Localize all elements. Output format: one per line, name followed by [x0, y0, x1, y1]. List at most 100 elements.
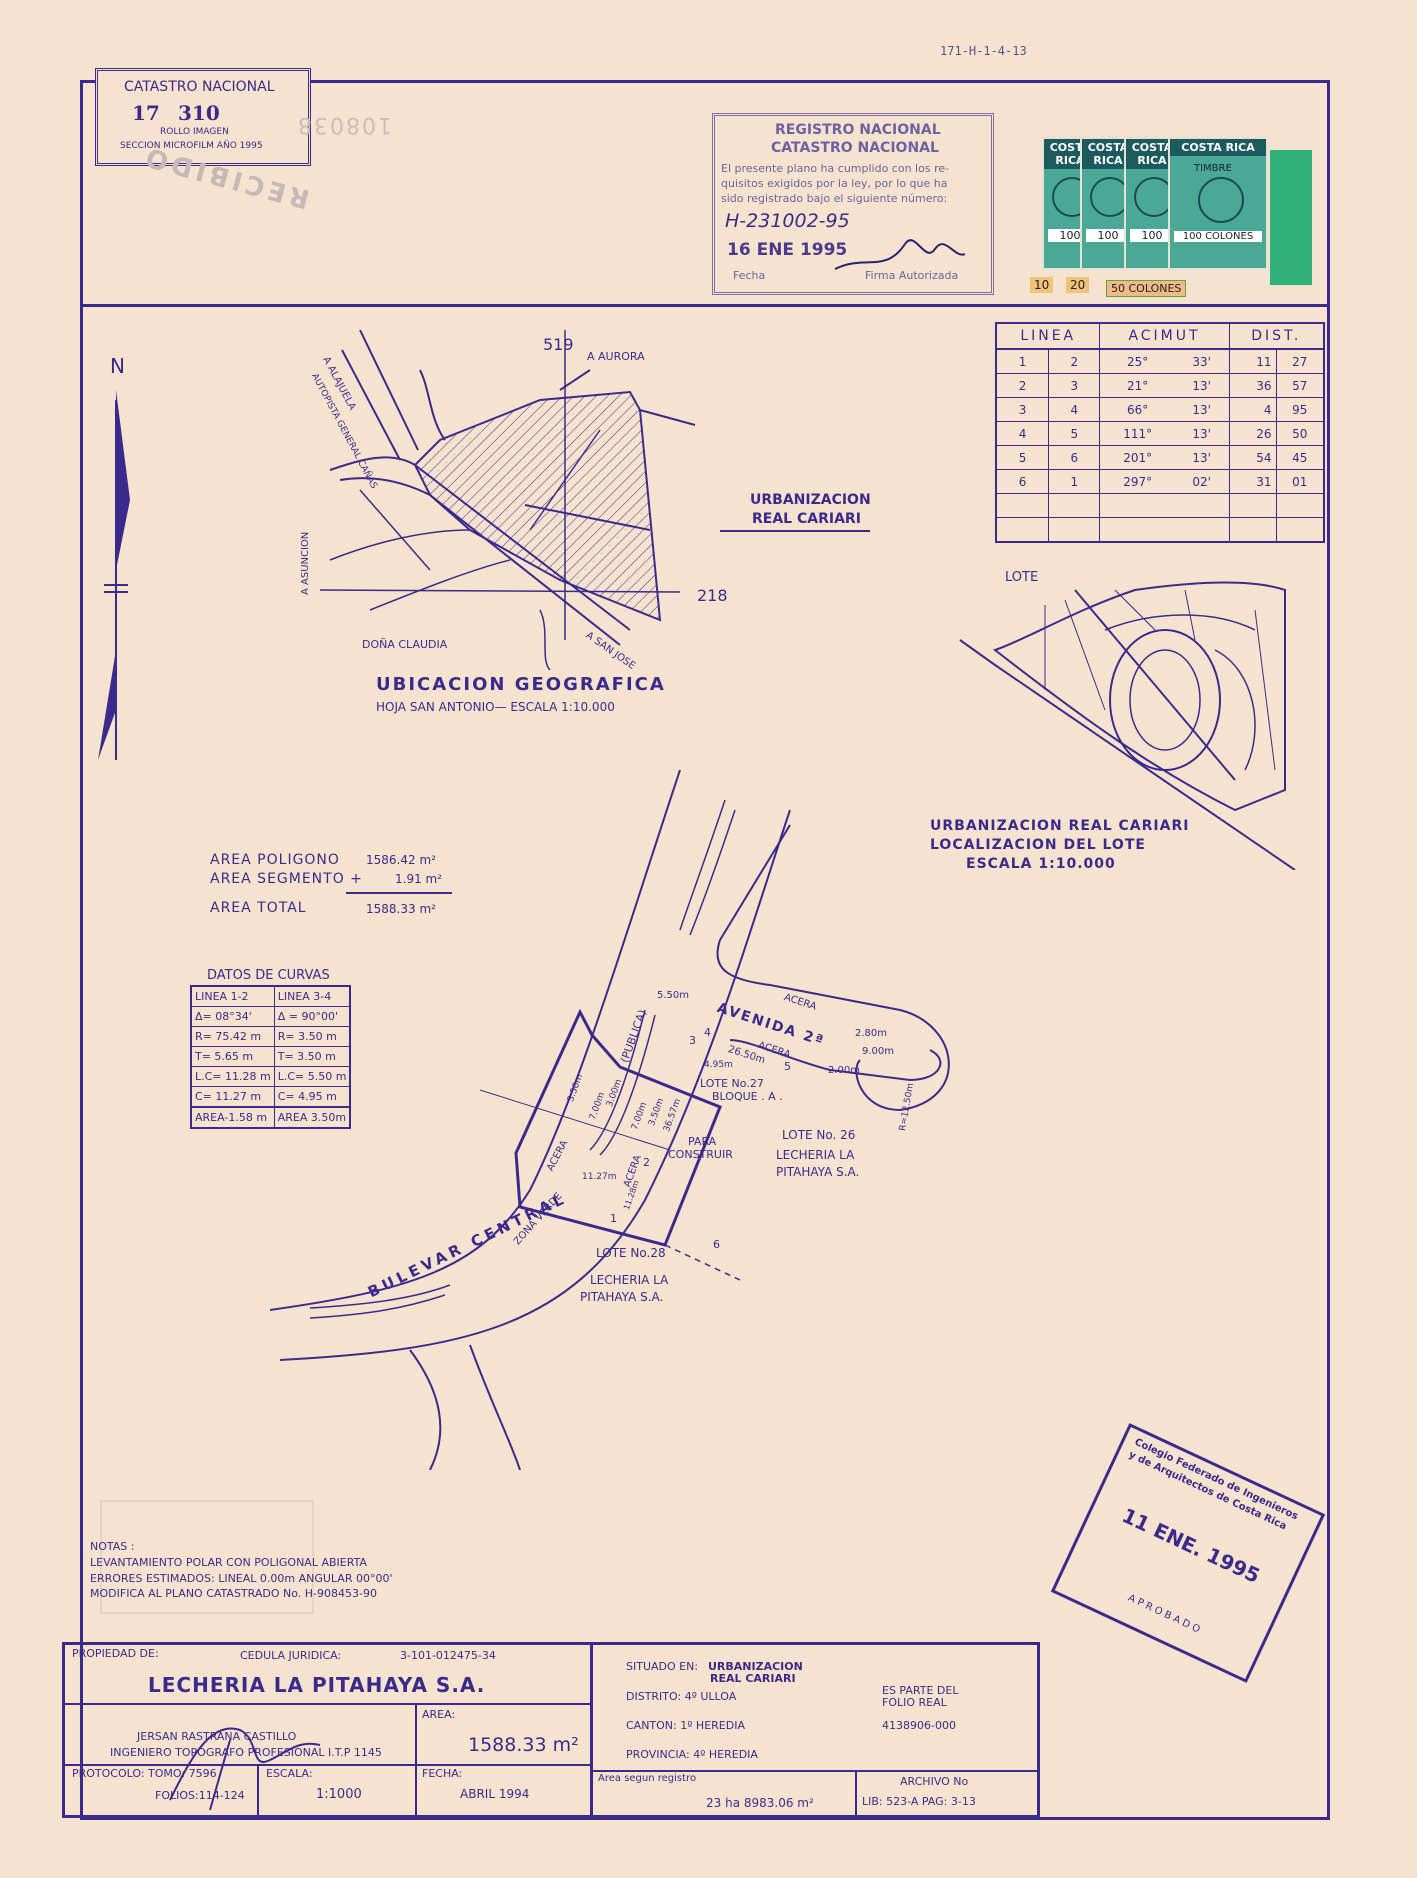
dim-2-80: 2.80m: [855, 1028, 888, 1039]
real-cariari-label: REAL CARIARI: [752, 511, 861, 527]
catastro-title: CATASTRO NACIONAL: [124, 79, 275, 95]
localizacion-line3: ESCALA 1:10.000: [966, 856, 1116, 872]
title-block: [62, 1642, 1040, 1818]
area-total-label: AREA TOTAL: [210, 900, 307, 916]
timbre-brand: COSTA RICA: [1170, 139, 1266, 156]
azimuth-cell: 4: [995, 421, 1050, 446]
situado-value2: REAL CARIARI: [710, 1672, 796, 1685]
ubicacion-title: UBICACION GEOGRAFICA: [376, 674, 666, 695]
site-plan-drawing: [269, 770, 950, 1470]
curvas-cell: T= 3.50 m: [273, 1046, 351, 1067]
timbre-word: TIMBRE: [1194, 163, 1232, 174]
title-block-divider: [257, 1764, 259, 1818]
protocolo-value: PROTOCOLO: TOMO: 7596: [72, 1767, 217, 1780]
notas-line2: ERRORES ESTIMADOS: LINEAL 0.00m ANGULAR …: [90, 1572, 393, 1585]
title-block-divider: [62, 1764, 592, 1766]
cedula-label: CEDULA JURIDICA:: [240, 1649, 342, 1662]
azimuth-cell: 5: [995, 445, 1050, 470]
azimuth-cell: 6: [995, 469, 1050, 494]
escala-label: ESCALA:: [266, 1767, 313, 1780]
catastro-number-b: 310: [178, 101, 220, 125]
azimuth-cell: 4: [1048, 397, 1101, 422]
lote26-label-b: LECHERIA LA: [776, 1148, 855, 1162]
colegio-date: 11 ENE. 1995: [1118, 1503, 1264, 1588]
dim-2-00: 2.00m: [828, 1065, 861, 1076]
parte-label2: FOLIO REAL: [882, 1696, 947, 1709]
timbre-value-10: 10: [1030, 277, 1054, 293]
azimuth-cell: 21°: [1099, 373, 1175, 398]
propiedad-label: PROPIEDAD DE:: [72, 1647, 159, 1660]
canton-value: CANTON: 1º HEREDIA: [626, 1719, 745, 1732]
notas-line3: MODIFICA AL PLANO CATASTRADO No. H-90845…: [90, 1587, 377, 1600]
area-total-value: 1588.33 m²: [366, 902, 436, 916]
surveyor-signature: [169, 1727, 321, 1811]
timbre-value-50-colones: 50 COLONES: [1106, 280, 1187, 297]
title-block-divider: [62, 1703, 592, 1705]
area-label: AREA:: [422, 1708, 456, 1721]
azimuth-cell: 111°: [1099, 421, 1175, 446]
fecha-value: ABRIL 1994: [460, 1787, 530, 1801]
urbanizacion-leader: [720, 530, 870, 532]
situado-value1: URBANIZACION: [708, 1660, 803, 1673]
timbre-stamp-green: [1270, 150, 1312, 285]
azimuth-cell: 54: [1228, 445, 1277, 470]
registro-text3: sido registrado bajo el siguiente número…: [721, 192, 948, 205]
registro-firma-label: Firma Autorizada: [865, 269, 959, 282]
localizacion-line1: URBANIZACION REAL CARIARI: [930, 818, 1190, 834]
area-value: 1588.33 m²: [468, 1734, 579, 1756]
azimuth-header-acimut: ACIMUT: [1099, 322, 1230, 350]
azimuth-cell: 45: [1275, 445, 1325, 470]
azimuth-cell: 27: [1275, 348, 1325, 374]
curvas-cell: AREA 3.50m: [273, 1106, 351, 1129]
parte-label1: ES PARTE DEL: [882, 1684, 959, 1697]
area-registro-label: Area segun registro: [598, 1773, 697, 1784]
situado-label: SITUADO EN:: [626, 1660, 699, 1673]
registro-text1: El presente plano ha cumplido con los re…: [721, 162, 950, 175]
timbre-brand: COSTA RICA: [1126, 139, 1178, 169]
timbre-value: 100: [1130, 229, 1174, 242]
azimuth-cell: 66°: [1099, 397, 1175, 422]
area-segmento-label: AREA SEGMENTO +: [210, 871, 363, 887]
surveyor-name: JERSAN RASTRANA CASTILLO: [137, 1730, 297, 1743]
timbre-value: 100: [1086, 229, 1130, 242]
cedula-value: 3-101-012475-34: [400, 1649, 496, 1662]
azimuth-cell: 13': [1174, 397, 1230, 422]
road-label-aurora: A AURORA: [587, 350, 645, 363]
timbre-value-20: 20: [1066, 277, 1090, 293]
header-code: 171-H-1-4-13: [940, 44, 1027, 58]
azimuth-cell: 33': [1174, 348, 1230, 374]
registro-signature: [834, 239, 966, 270]
registro-fecha-label: Fecha: [733, 269, 766, 282]
dim-4-95: 4.95m: [704, 1060, 733, 1070]
registro-text2: quisitos exigidos por la ley, por lo que…: [721, 177, 948, 190]
area-poligono-label: AREA POLIGONO: [210, 852, 340, 868]
area-sum-line: [346, 892, 452, 894]
timbre-seal-icon: [1198, 177, 1244, 223]
ubicacion-geografica-map: [319, 330, 696, 670]
area-poligono-value: 1586.42 m²: [366, 853, 436, 867]
registro-date: 16 ENE 1995: [727, 240, 848, 260]
urbanizacion-label: URBANIZACION: [750, 492, 871, 508]
point-4: 4: [704, 1026, 711, 1039]
azimuth-cell: 11: [1228, 348, 1277, 374]
grid-label-top: 519: [543, 335, 574, 354]
registro-nacional-stamp: REGISTRO NACIONAL CATASTRO NACIONAL El p…: [712, 113, 994, 295]
sheet-frame: [80, 80, 1330, 1820]
curvas-header-3-4: LINEA 3-4: [273, 985, 351, 1007]
registro-line1: REGISTRO NACIONAL: [775, 122, 941, 138]
point-1: 1: [610, 1212, 617, 1225]
azimuth-cell: 201°: [1099, 445, 1175, 470]
title-block-divider: [590, 1642, 593, 1818]
escala-value: 1:1000: [316, 1787, 362, 1802]
azimuth-cell: 50: [1275, 421, 1325, 446]
notas-line1: LEVANTAMIENTO POLAR CON POLIGONAL ABIERT…: [90, 1556, 367, 1569]
area-segmento-value: 1.91 m²: [395, 872, 443, 886]
lote27-label-a: LOTE No.27: [700, 1077, 764, 1090]
road-label-asuncion: A ASUNCION: [300, 531, 311, 595]
lote26-label-c: PITAHAYA S.A.: [776, 1165, 860, 1179]
